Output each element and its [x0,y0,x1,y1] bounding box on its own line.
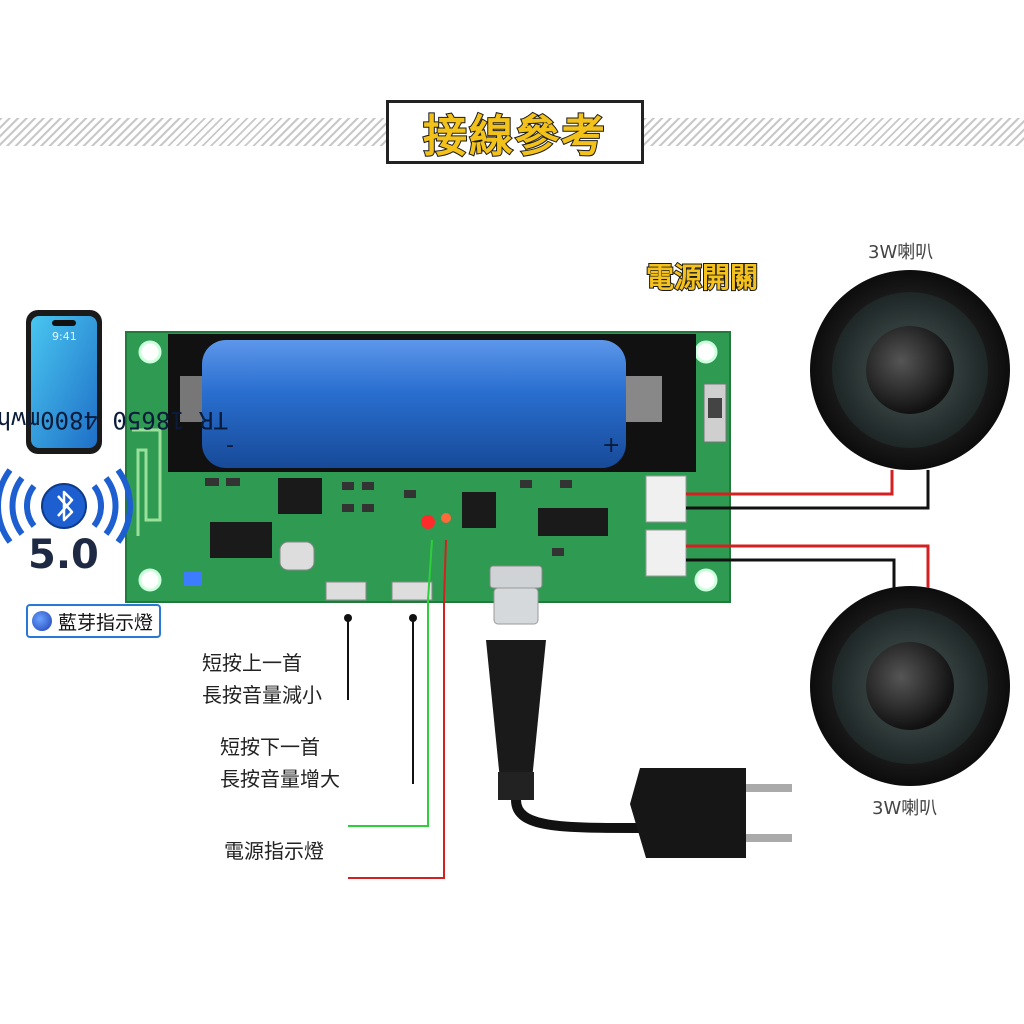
bluetooth-version: 5.0 [28,532,99,578]
prev-button[interactable] [325,581,367,601]
speaker-bottom-label: 3W喇叭 [872,798,938,819]
chip-4 [538,508,608,536]
header-stripe-left [0,118,386,146]
speaker-connector-2 [645,529,687,577]
bluetooth-indicator-icon [32,611,52,631]
next-label-line1: 短按下一首 [220,735,320,759]
phone-time: 9:41 [52,330,77,343]
battery [202,340,626,468]
power-indicator-label: 電源指示燈 [224,839,324,863]
speaker-connector-1 [645,475,687,523]
next-label-line2: 長按音量增大 [220,767,340,791]
chip-1 [210,522,272,558]
speaker-top [810,270,1010,470]
antenna-trace [132,428,162,536]
speaker-bottom [810,586,1010,786]
power-adapter [630,768,792,858]
power-switch-label: 電源開關 [645,260,759,295]
prev-label-line2: 長按音量減小 [202,683,322,707]
prev-label-line1: 短按上一首 [202,651,302,675]
bluetooth-indicator-badge: 藍芽指示燈 [26,604,162,638]
crystal [279,541,315,571]
battery-plus: + [602,433,620,458]
header-stripe-right [644,118,1024,146]
bluetooth-led [184,572,202,586]
page-title-box: 接線參考 [386,100,644,164]
page-title: 接線參考 [422,110,607,163]
power-led [421,515,435,529]
speaker-wires [686,470,930,588]
phone [26,310,102,454]
bluetooth-icon [0,468,133,544]
usb-port [489,565,543,589]
callout-lines [347,539,447,879]
usb-cable [486,587,641,833]
bluetooth-indicator-label: 藍芽指示燈 [58,611,154,634]
battery-holder [168,334,696,472]
next-button[interactable] [391,581,433,601]
speaker-top-label: 3W喇叭 [868,242,934,263]
chip-2 [278,478,322,514]
battery-minus: - [226,433,234,458]
chip-3 [462,492,496,528]
battery-label: TR 18650 4800mwh 3.7V [0,406,228,434]
